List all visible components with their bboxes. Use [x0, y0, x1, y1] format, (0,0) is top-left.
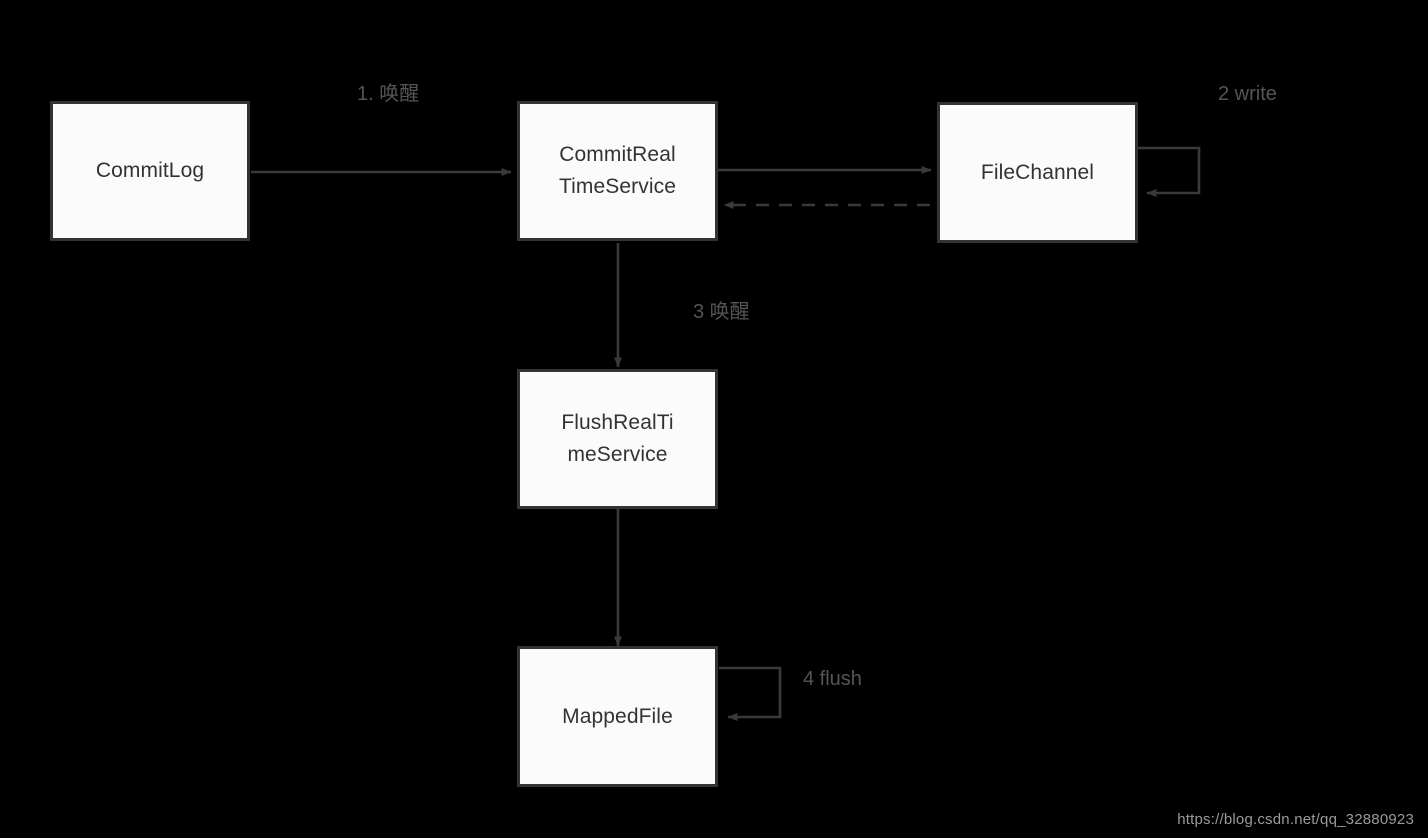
node-filechannel-label: FileChannel [980, 160, 1095, 184]
node-commitlog-label: CommitLog [95, 159, 205, 182]
edge-label-wake-3: 3 唤醒 [693, 301, 750, 323]
node-commitrealtimeservice-label: CommitReal TimeService [558, 143, 676, 198]
node-mappedfile-label: MappedFile [562, 704, 673, 728]
node-commitrealtimeservice[interactable]: CommitReal TimeService [517, 101, 718, 241]
node-mappedfile[interactable]: MappedFile [517, 646, 718, 787]
node-commitlog[interactable]: CommitLog [50, 101, 250, 241]
edge-mappedfile-self-loop [719, 666, 782, 721]
node-filechannel[interactable]: FileChannel [937, 102, 1138, 243]
edge-label-flush-4: 4 flush [803, 668, 862, 690]
node-flushrealtimeservice[interactable]: FlushRealTi meService [517, 369, 718, 509]
watermark: https://blog.csdn.net/qq_32880923 [1177, 811, 1414, 828]
node-flushrealtimeservice-label: FlushRealTi meService [561, 411, 674, 466]
edge-filechannel-self-loop [1138, 146, 1201, 197]
edge-label-write-2: 2 write [1218, 83, 1277, 105]
edge-label-wake-1: 1. 唤醒 [357, 83, 420, 105]
